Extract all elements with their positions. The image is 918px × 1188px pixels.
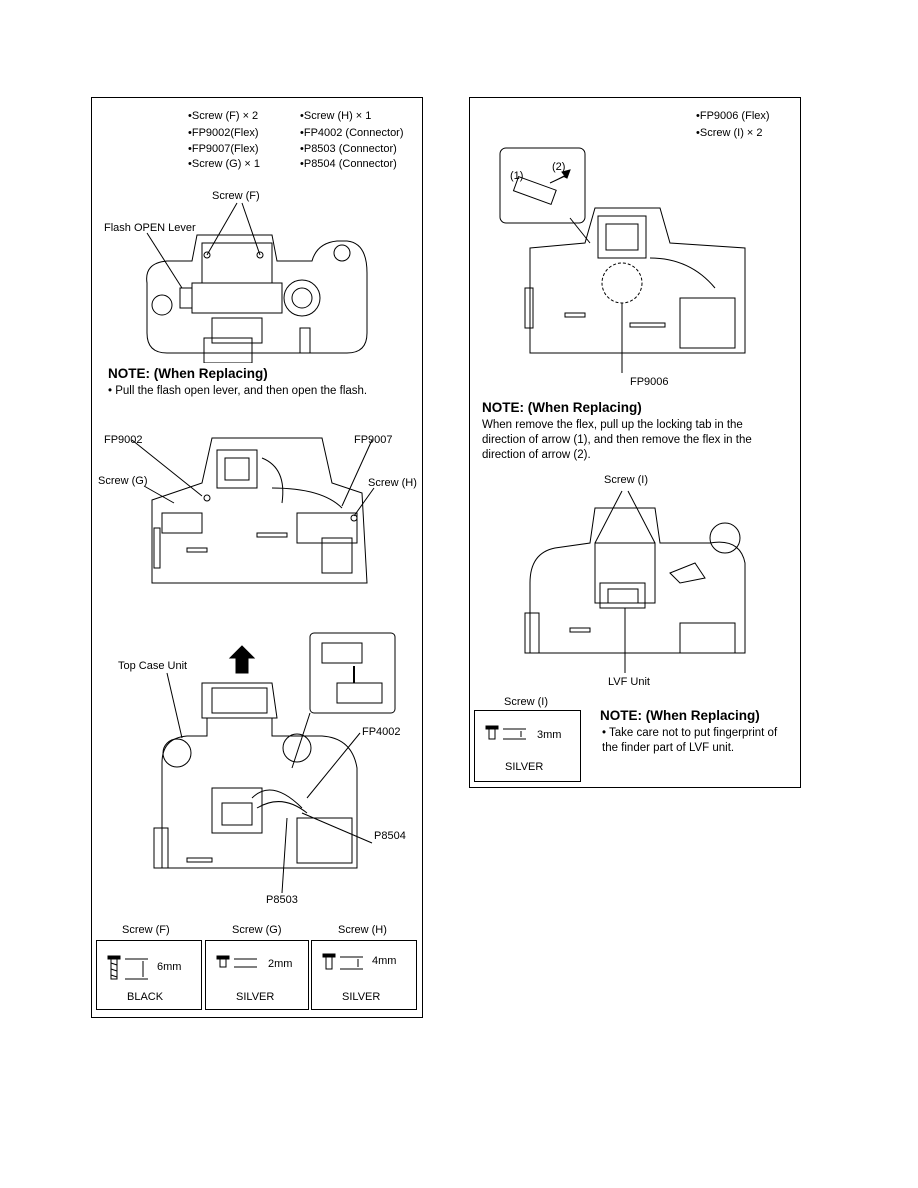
- label-screw-f: Screw (F): [212, 190, 260, 202]
- screw-color: SILVER: [342, 991, 381, 1003]
- camera-back-flex-illustration: [131, 437, 375, 584]
- note-heading: NOTE: (When Replacing): [600, 708, 760, 723]
- label-arrow-1: (1): [510, 170, 524, 182]
- note-body: • Pull the flash open lever, and then op…: [108, 385, 368, 397]
- right-panel: •FP9006 (Flex) •Screw (I) × 2 (1) (2) FP…: [469, 97, 801, 788]
- screw-color: SILVER: [505, 761, 544, 773]
- camera-top-flash-illustration: [146, 202, 368, 363]
- screw-title: Screw (F): [122, 924, 170, 936]
- label-fp9006: FP9006: [630, 376, 669, 388]
- part-item: •FP9007(Flex): [188, 143, 259, 155]
- screw-i-icon: [485, 725, 526, 740]
- screw-size: 6mm: [157, 961, 182, 973]
- part-item: •FP9002(Flex): [188, 127, 259, 139]
- screw-spec-box-f: 6mm BLACK: [96, 940, 202, 1010]
- label-screw-i: Screw (I): [604, 474, 648, 486]
- note-heading: NOTE: (When Replacing): [108, 366, 268, 381]
- part-item: •FP4002 (Connector): [300, 127, 404, 139]
- part-item: •Screw (G) × 1: [188, 158, 261, 170]
- label-p8503: P8503: [266, 894, 298, 906]
- label-arrow-2: (2): [552, 161, 566, 173]
- label-lvf-unit: LVF Unit: [608, 676, 650, 688]
- label-screw-g: Screw (G): [98, 475, 148, 487]
- screw-size: 3mm: [537, 729, 562, 741]
- top-case-removal-illustration: [153, 632, 396, 894]
- lvf-unit-illustration: [524, 490, 746, 673]
- part-item: •Screw (F) × 2: [188, 110, 259, 122]
- note-heading: NOTE: (When Replacing): [482, 400, 642, 415]
- screw-f-icon: [107, 955, 148, 980]
- screw-title: Screw (G): [232, 924, 282, 936]
- label-screw-h: Screw (H): [368, 477, 417, 489]
- note-body: • Take care not to put fingerprint of th…: [602, 727, 778, 754]
- screw-size: 2mm: [268, 958, 293, 970]
- part-item: •Screw (I) × 2: [696, 127, 763, 139]
- label-fp4002: FP4002: [362, 726, 401, 738]
- screw-spec-box-g: 2mm SILVER: [205, 940, 309, 1010]
- screw-title: Screw (H): [338, 924, 387, 936]
- screw-title: Screw (I): [504, 696, 548, 708]
- screw-size: 4mm: [372, 955, 397, 967]
- screw-spec-box-h: 4mm SILVER: [311, 940, 417, 1010]
- label-top-case-unit: Top Case Unit: [118, 660, 188, 672]
- screw-color: SILVER: [236, 991, 275, 1003]
- screw-h-icon: [322, 953, 363, 970]
- label-fp9002: FP9002: [104, 434, 143, 446]
- label-flash-open-lever: Flash OPEN Lever: [104, 222, 196, 234]
- camera-back-fp9006-illustration: [499, 147, 746, 373]
- screw-g-icon: [216, 955, 257, 968]
- part-item: •P8504 (Connector): [300, 158, 397, 170]
- label-fp9007: FP9007: [354, 434, 393, 446]
- label-p8504: P8504: [374, 830, 406, 842]
- note-body: When remove the flex, pull up the lockin…: [482, 419, 752, 461]
- part-item: •Screw (H) × 1: [300, 110, 372, 122]
- left-panel: •Screw (F) × 2 •FP9002(Flex) •FP9007(Fle…: [91, 97, 423, 1018]
- screw-color: BLACK: [127, 991, 164, 1003]
- part-item: •P8503 (Connector): [300, 143, 397, 155]
- screw-spec-box-i: 3mm SILVER: [474, 710, 581, 782]
- part-item: •FP9006 (Flex): [696, 110, 770, 122]
